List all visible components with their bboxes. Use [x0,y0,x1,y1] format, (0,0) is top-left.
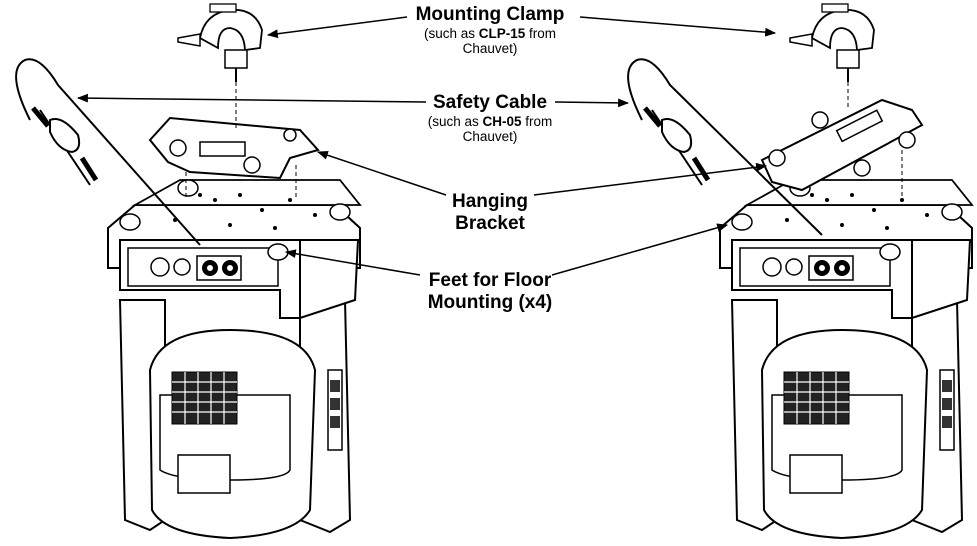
safety-cable-note: (such as CH-05 from [427,113,553,129]
arrow-clamp-right [579,16,777,37]
arrow-cable-left [76,93,427,103]
mounting-clamp-label: Mounting Clamp (such as CLP-15 from Chau… [400,4,580,57]
arrow-bracket-right [533,162,768,196]
mounting-clamp-note-line2: Chauvet) [462,41,518,57]
right-fixture-illustration [627,3,973,539]
safety-cable-note-line2: Chauvet) [462,129,518,145]
hanging-bracket-line2: Bracket [455,212,525,234]
hanging-bracket-label: Hanging Bracket [430,191,550,235]
safety-cable-title: Safety Cable [432,92,548,113]
safety-cable-label: Safety Cable (such as CH-05 from Chauvet… [400,92,580,145]
mounting-clamp-title: Mounting Clamp [415,4,565,25]
arrow-clamp-left [266,16,408,39]
feet-line2: Mounting (x4) [427,291,553,313]
arrow-feet-left [284,249,421,276]
feet-label: Feet for Floor Mounting (x4) [405,270,575,314]
arrow-feet-right [551,223,729,276]
arrow-bracket-left [316,150,447,196]
feet-line1: Feet for Floor [428,270,552,291]
left-fixture-illustration [15,3,361,539]
arrow-cable-right [554,98,630,108]
leader-arrows [76,16,777,276]
mounting-clamp-note: (such as CLP-15 from [423,25,557,41]
hanging-bracket-line1: Hanging [452,191,528,212]
